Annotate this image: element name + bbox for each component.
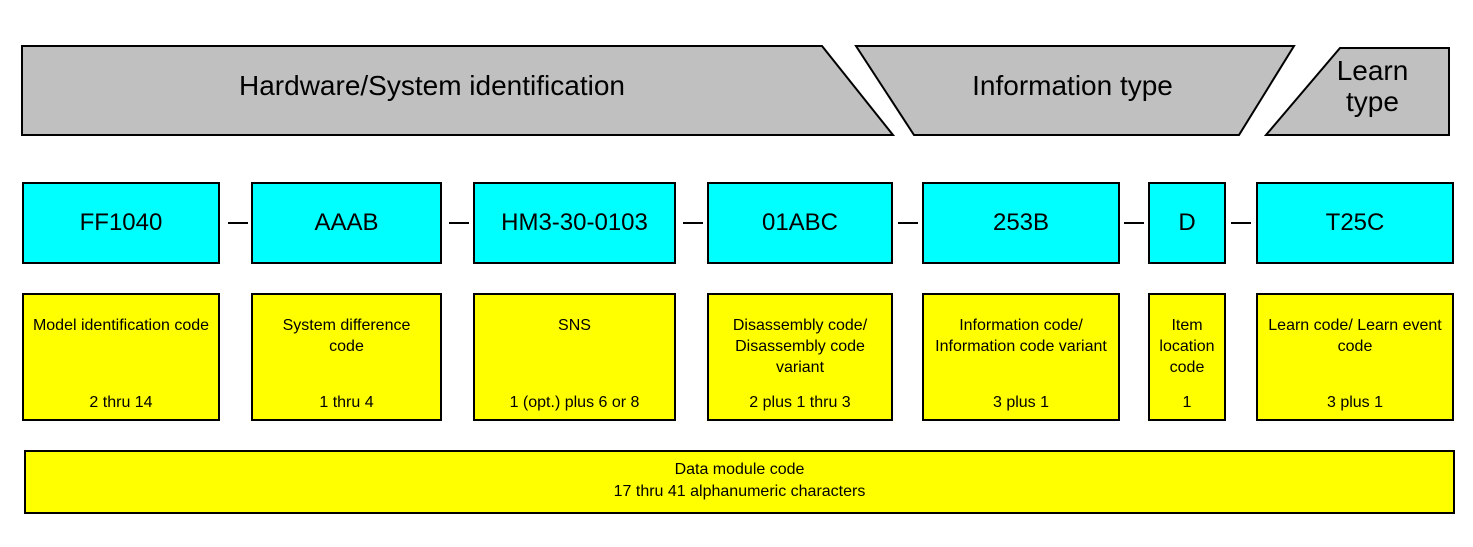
separator-dash	[228, 222, 248, 224]
code-box-learn: T25C	[1256, 182, 1454, 264]
desc-box-information: Information code/ Information code varia…	[922, 293, 1120, 421]
desc-box-item-location: Item location code 1	[1148, 293, 1226, 421]
learn-banner	[1263, 47, 1450, 136]
learn-banner-label-line2: type	[1346, 85, 1399, 117]
desc-label: Information code/ Information code varia…	[935, 317, 1107, 355]
desc-count: 2 thru 14	[89, 394, 153, 411]
code-box-sns: HM3-30-0103	[473, 182, 676, 264]
desc-box-disassembly: Disassembly code/ Disassembly code varia…	[707, 293, 893, 421]
code-box-system-difference: AAAB	[251, 182, 442, 264]
code-box-item-location: D	[1148, 182, 1226, 264]
desc-label: System difference code	[282, 317, 411, 355]
desc-box-system-difference: System difference code 1 thru 4	[251, 293, 442, 421]
learn-banner-label-line1: Learn	[1336, 55, 1409, 86]
desc-count: 3 plus 1	[992, 394, 1050, 411]
desc-box-learn: Learn code/ Learn event code 3 plus 1	[1256, 293, 1454, 421]
separator-dash	[449, 222, 469, 224]
code-box-information: 253B	[922, 182, 1120, 264]
category-banners	[21, 45, 1450, 136]
desc-label: Model identification code	[32, 317, 210, 334]
desc-label: SNS	[558, 317, 591, 334]
desc-label: Item location code	[1159, 317, 1215, 376]
desc-count: 1	[1182, 394, 1192, 411]
separator-dash	[683, 222, 703, 224]
separator-dash	[1124, 222, 1144, 224]
learn-banner-label: Learn type	[1310, 55, 1435, 118]
desc-count: 1 thru 4	[319, 394, 374, 411]
desc-label: Disassembly code/ Disassembly code varia…	[732, 317, 868, 376]
code-box-model: FF1040	[22, 182, 220, 264]
desc-label: Learn code/ Learn event code	[1268, 317, 1442, 355]
information-banner	[854, 45, 1296, 136]
code-box-disassembly: 01ABC	[707, 182, 893, 264]
desc-count: 1 (opt.) plus 6 or 8	[509, 394, 640, 411]
data-module-code-detail: 17 thru 41 alphanumeric characters	[613, 483, 866, 500]
data-module-code-title: Data module code	[674, 461, 805, 478]
desc-box-model: Model identification code 2 thru 14	[22, 293, 220, 421]
information-banner-label: Information type	[972, 70, 1173, 101]
data-module-code-box: Data module code 17 thru 41 alphanumeric…	[24, 450, 1455, 514]
desc-box-sns: SNS 1 (opt.) plus 6 or 8	[473, 293, 676, 421]
hardware-banner	[21, 45, 896, 136]
hardware-banner-label: Hardware/System identification	[239, 70, 625, 101]
desc-count: 3 plus 1	[1326, 394, 1384, 411]
separator-dash	[898, 222, 918, 224]
separator-dash	[1231, 222, 1251, 224]
desc-count: 2 plus 1 thru 3	[749, 394, 851, 411]
